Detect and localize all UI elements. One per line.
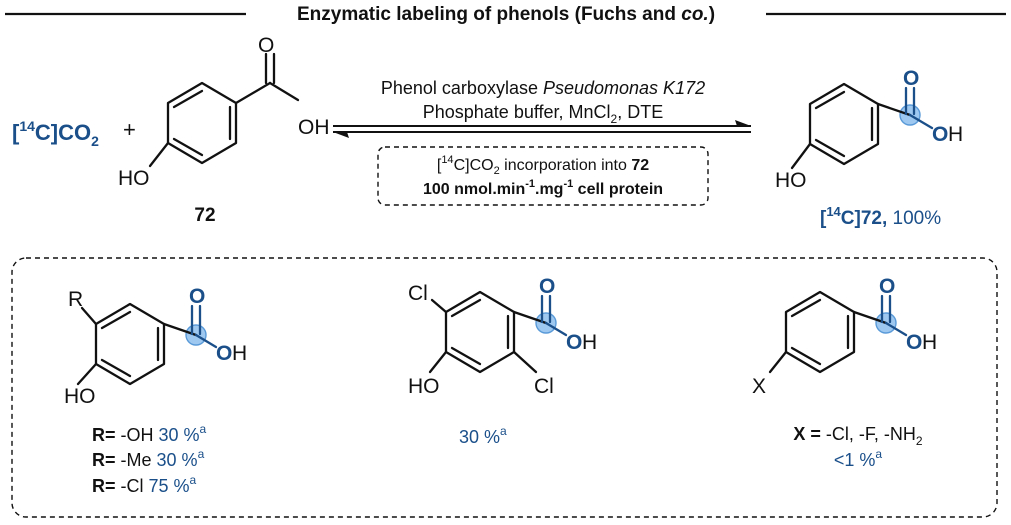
hydroxyl-label: OH	[298, 116, 330, 139]
incorporation-line-2: 100 nmol.min-1.mg-1 cell protein	[423, 178, 663, 198]
scope-left-structure: R O O H HO	[64, 285, 247, 408]
scope-right-structure: O O H X	[752, 275, 937, 398]
carbonyl-oxygen: O	[879, 275, 895, 298]
scope-middle-yield: 30 %a	[459, 424, 507, 447]
product-structure: O O H HO	[775, 67, 963, 192]
scope-right-yield: <1 %a	[834, 447, 883, 470]
hydroxyl-o: O	[906, 331, 922, 354]
scope-left-yields: R= -OH 30 %a R= -Me 30 %a R= -Cl 75 %a	[92, 422, 207, 496]
scope-right-substituents: X = -Cl, -F, -NH2	[793, 424, 923, 448]
benzene-ring	[166, 81, 238, 165]
substrate-72-structure: O OH HO	[118, 34, 330, 190]
hydroxyl-h: H	[922, 331, 937, 354]
header-title: Enzymatic labeling of phenols (Fuchs and…	[297, 4, 715, 25]
benzene-ring	[808, 82, 880, 166]
substrate-number: 72	[194, 205, 215, 226]
chloro-bottom: Cl	[534, 375, 554, 398]
hydroxyl-o: O	[216, 342, 232, 365]
hydroxyl-o: O	[566, 331, 582, 354]
carbonyl-oxygen: O	[189, 285, 205, 308]
conditions-line-2: Phosphate buffer, MnCl2, DTE	[423, 102, 664, 126]
phenol-label: HO	[64, 385, 96, 408]
plus-sign: +	[123, 117, 136, 142]
benzene-ring	[444, 290, 516, 374]
scope-middle-structure: Cl O O H HO Cl	[408, 275, 597, 398]
incorporation-box	[377, 146, 709, 206]
phenol-label: HO	[118, 167, 150, 190]
r-group-label: R	[68, 288, 83, 311]
hydroxyl-h: H	[232, 342, 247, 365]
hydroxyl-h: H	[582, 331, 597, 354]
conditions-line-1: Phenol carboxylase Pseudomonas K172	[381, 78, 705, 98]
hydroxyl-h: H	[948, 123, 963, 146]
scope-row-cl: R= -Cl 75 %a	[92, 473, 197, 496]
benzene-ring	[94, 302, 166, 386]
header: Enzymatic labeling of phenols (Fuchs and…	[5, 4, 1006, 25]
chloro-top: Cl	[408, 282, 428, 305]
x-group-label: X	[752, 375, 766, 398]
hydroxyl-o: O	[932, 123, 948, 146]
phenol-label: HO	[775, 169, 807, 192]
benzene-ring	[784, 290, 856, 374]
phenol-label: HO	[408, 375, 440, 398]
carbonyl-oxygen: O	[539, 275, 555, 298]
product-label: [14C]72, 100%	[820, 204, 941, 229]
co2-reagent: [14C]CO2	[12, 118, 99, 149]
carbonyl-oxygen: O	[258, 34, 274, 57]
scope-row-me: R= -Me 30 %a	[92, 447, 205, 470]
scope-box	[11, 257, 998, 518]
carbonyl-oxygen: O	[903, 67, 919, 90]
scope-row-oh: R= -OH 30 %a	[92, 422, 207, 445]
incorporation-line-1: [14C]CO2 incorporation into 72	[437, 154, 649, 177]
equilibrium-arrows	[333, 120, 751, 138]
